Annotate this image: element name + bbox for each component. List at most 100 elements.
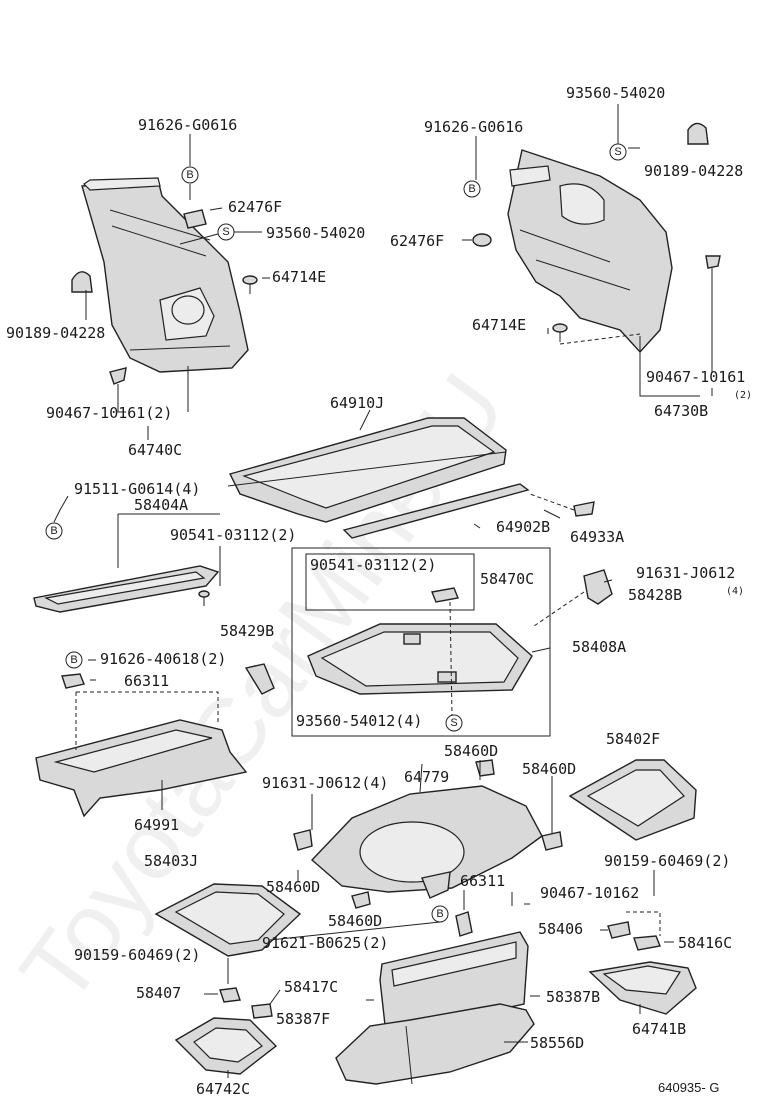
label-90189-04228-left: 90189-04228 (6, 324, 105, 342)
label-90159-60469-left: 90159-60469(2) (74, 946, 200, 964)
label-90467-10161-left: 90467-10161(2) (46, 404, 172, 422)
svg-text:S: S (450, 717, 457, 729)
label-58404a: 58404A (134, 496, 188, 514)
clip-58460d-b (541, 831, 563, 851)
svg-text:B: B (436, 908, 443, 920)
svg-text:B: B (186, 169, 193, 181)
deck-board-group-box (291, 547, 551, 737)
label-58387f: 58387F (276, 1010, 330, 1028)
label-90159-60469-right: 90159-60469(2) (604, 852, 730, 870)
label-91631-j0612-4: 91631-J0612(4) (262, 774, 388, 792)
symbol-b-4: B (65, 651, 83, 669)
label-58460d-c: 58460D (266, 878, 320, 896)
clip-64933a (573, 501, 595, 517)
floor-mat-58556d (335, 1003, 535, 1085)
side-tray-64741b (588, 961, 697, 1015)
label-91631-j0612: 91631-J0612 (636, 564, 735, 582)
left-quarter-trim-panel (81, 177, 249, 373)
side-tray-64742c (174, 1017, 278, 1075)
left-clip-62476f (183, 209, 207, 229)
symbol-s-1: S (217, 223, 235, 241)
label-66311-a: 66311 (124, 672, 169, 690)
label-91626-g0616-left: 91626-G0616 (138, 116, 237, 134)
label-66311-b: 66311 (460, 872, 505, 890)
label-58387b: 58387B (546, 988, 600, 1006)
label-58407: 58407 (136, 984, 181, 1002)
side-panel-58403j (154, 883, 302, 957)
leader-lines (53, 104, 713, 1078)
clip-58416c (633, 935, 661, 951)
label-93560-54020-left: 93560-54020 (266, 224, 365, 242)
svg-text:B: B (50, 525, 57, 537)
label-58402f: 58402F (606, 730, 660, 748)
package-tray-64910j (227, 417, 507, 523)
symbol-b-5: B (431, 905, 449, 923)
label-58460d-b: 58460D (522, 760, 576, 778)
storage-box-64991 (35, 719, 248, 818)
label-qty-4: (4) (726, 586, 744, 597)
clip-58460d-c (293, 829, 313, 851)
left-screw-64714e (242, 275, 258, 294)
svg-text:B: B (70, 654, 77, 666)
svg-text:B: B (468, 183, 475, 195)
clip-58460d-d (351, 891, 371, 909)
right-quarter-trim-panel (507, 149, 673, 354)
label-90189-04228-right: 90189-04228 (644, 162, 743, 180)
label-64991: 64991 (134, 816, 179, 834)
left-fastener-90189 (71, 271, 93, 293)
label-93560-54012: 93560-54012(4) (296, 712, 422, 730)
label-91621-b0625: 91621-B0625(2) (262, 934, 388, 952)
hinge-58428b (583, 569, 613, 605)
cap-66311 (61, 673, 85, 689)
label-64742c: 64742C (196, 1080, 250, 1098)
label-58403j: 58403J (144, 852, 198, 870)
clip-58406 (607, 921, 631, 939)
label-64714e-left: 64714E (272, 268, 326, 286)
label-58429b: 58429B (220, 622, 274, 640)
clip-58407 (219, 987, 241, 1003)
svg-text:S: S (222, 226, 229, 238)
clip-58460d-a (475, 759, 495, 777)
part-labels: 91626-G0616 62476F 93560-54020 90189-042… (6, 84, 752, 1098)
label-64740c: 64740C (128, 441, 182, 459)
spare-tire-cover-64779 (310, 785, 543, 899)
symbol-b-1: B (181, 166, 199, 184)
label-90541-03112-b: 90541-03112(2) (310, 556, 436, 574)
svg-text:S: S (614, 146, 621, 158)
label-91626-g0616-right: 91626-G0616 (424, 118, 523, 136)
screw-58404a (198, 590, 210, 606)
clip-58417c (251, 1003, 273, 1019)
label-90541-03112-a: 90541-03112(2) (170, 526, 296, 544)
label-91626-40618: 91626-40618(2) (100, 650, 226, 668)
label-64910j: 64910J (330, 394, 384, 412)
tray-strip-64902b (342, 483, 530, 539)
label-90467-10161-right: 90467-10161 (646, 368, 745, 386)
clip-66311-b (455, 911, 473, 937)
label-91511-g0614: 91511-G0614(4) (74, 480, 200, 498)
label-58416c: 58416C (678, 934, 732, 952)
symbol-b-2: B (463, 180, 481, 198)
label-64933a: 64933A (570, 528, 624, 546)
right-clip-90467 (705, 255, 721, 269)
label-93560-54020-right: 93560-54020 (566, 84, 665, 102)
hinge-58429b (244, 663, 275, 695)
label-58460d-a: 58460D (444, 742, 498, 760)
label-64779: 64779 (404, 768, 449, 786)
symbol-s-3: S (445, 714, 463, 732)
label-qty-2-right: (2) (734, 390, 752, 401)
label-58428b: 58428B (628, 586, 682, 604)
label-58556d: 58556D (530, 1034, 584, 1052)
side-panel-58402f (568, 759, 697, 841)
cover-panel-58404a (33, 565, 220, 613)
label-64741b: 64741B (632, 1020, 686, 1038)
symbol-s-2: S (609, 143, 627, 161)
label-58406: 58406 (538, 920, 583, 938)
label-64714e-right: 64714E (472, 316, 526, 334)
label-58408a: 58408A (572, 638, 626, 656)
label-64902b: 64902B (496, 518, 550, 536)
right-clip-62476f (472, 233, 492, 247)
left-clip-90467 (109, 367, 127, 385)
right-fastener-90189 (687, 122, 709, 145)
